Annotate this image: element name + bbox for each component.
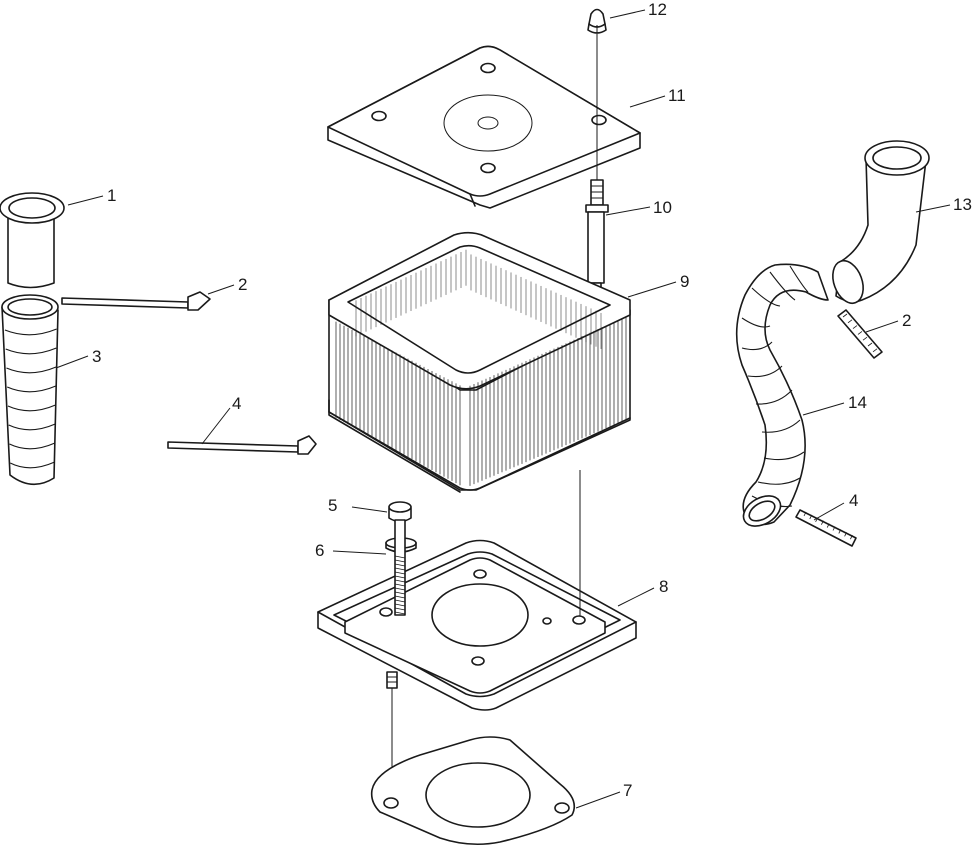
part-12-cap-nut: [587, 8, 607, 34]
drawing-stroke: [394, 571, 406, 575]
drawing-stroke: [789, 265, 809, 293]
drawing-stroke: [821, 520, 824, 525]
callout-5: 5: [328, 496, 337, 515]
callout-10: 10: [653, 198, 672, 217]
drawing-stroke: [394, 559, 406, 563]
drawing-stroke: [394, 603, 406, 607]
drawing-stroke: [872, 348, 878, 353]
drawing-stroke: [842, 313, 848, 318]
callout-6: 6: [315, 541, 324, 560]
part-4-strap-left: [167, 435, 317, 455]
drawing-stroke: [757, 477, 801, 485]
drawing-stroke: [857, 331, 863, 335]
callout-labels: 1 2 3 4 5 6 7 8 9 10 11 12 13 2 14 4: [92, 0, 972, 800]
drawing-stroke: [394, 583, 406, 587]
drawing-stroke: [761, 419, 801, 433]
callout-2-right: 2: [902, 311, 911, 330]
part-5-6-bolt-washer: [385, 501, 417, 616]
part-11-top-cover: [327, 45, 641, 209]
part-9-filter-element: [328, 231, 631, 493]
drawing-stroke: [394, 567, 406, 571]
drawing-stroke: [8, 423, 56, 431]
drawing-stroke: [5, 347, 57, 355]
drawing-stroke: [867, 342, 873, 347]
part-4-strap-right: [795, 509, 857, 547]
callout-13: 13: [953, 195, 972, 214]
callout-14: 14: [848, 393, 867, 412]
part-2-strap-right: [837, 309, 883, 359]
drawing-stroke: [763, 451, 805, 461]
drawing-stroke: [394, 579, 406, 583]
drawing-stroke: [9, 461, 55, 469]
callout-4: 4: [232, 394, 241, 413]
drawing-stroke: [394, 575, 406, 579]
drawing-stroke: [741, 317, 771, 328]
drawing-stroke: [6, 385, 57, 393]
drawing-stroke: [755, 389, 793, 405]
part-3-hose: [1, 294, 59, 486]
callout-3: 3: [92, 347, 101, 366]
drawing-stroke: [394, 599, 406, 603]
drawing-stroke: [4, 328, 57, 336]
drawing-stroke: [6, 366, 57, 374]
drawing-stroke: [741, 341, 773, 351]
drawing-stroke: [852, 325, 858, 329]
drawing-stroke: [394, 591, 406, 595]
callout-7: 7: [623, 781, 632, 800]
drawing-stroke: [850, 535, 853, 540]
callout-4-right: 4: [849, 491, 858, 510]
drawing-stroke: [394, 595, 406, 599]
part-1-sleeve: [0, 192, 65, 289]
drawing-stroke: [747, 365, 783, 378]
drawing-stroke: [844, 532, 847, 537]
drawing-stroke: [803, 511, 807, 517]
drawing-stroke: [809, 514, 813, 520]
callout-2: 2: [238, 275, 247, 294]
drawing-stroke: [394, 563, 406, 567]
callout-12: 12: [648, 0, 667, 19]
callout-1: 1: [107, 186, 116, 205]
part-10-stud: [585, 34, 609, 301]
drawing-stroke: [7, 404, 56, 412]
drawing-stroke: [826, 523, 830, 528]
callout-9: 9: [680, 272, 689, 291]
part-7-gasket: [370, 736, 576, 846]
callout-8: 8: [659, 577, 668, 596]
drawing-stroke: [394, 555, 406, 559]
drawing-stroke: [862, 336, 868, 341]
drawing-stroke: [394, 607, 406, 611]
drawing-stroke: [832, 526, 836, 531]
drawing-stroke: [394, 587, 406, 591]
drawing-stroke: [838, 529, 842, 534]
part-13-elbow: [832, 140, 930, 305]
drawing-stroke: [769, 271, 796, 301]
drawing-stroke: [751, 287, 781, 307]
drawing-stroke: [9, 442, 56, 450]
drawing-stroke: [394, 611, 406, 615]
part-14-hose: [735, 263, 829, 527]
part-2-strap-left: [61, 291, 211, 311]
drawing-stroke: [847, 319, 853, 324]
callout-11: 11: [668, 86, 686, 105]
leader-lines: [55, 9, 951, 809]
